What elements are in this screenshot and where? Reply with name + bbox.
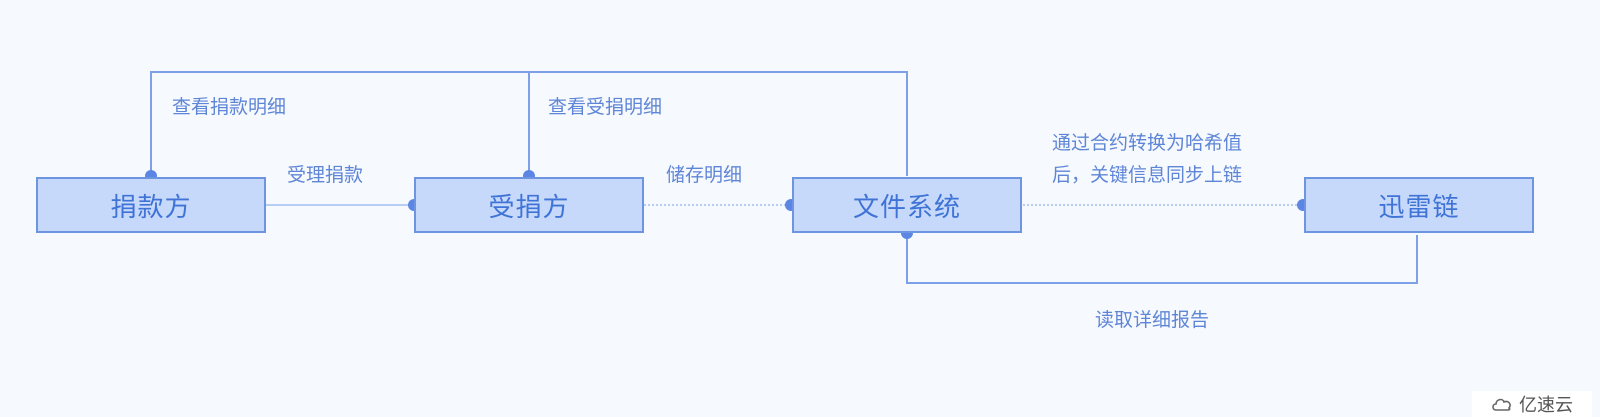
cloud-logo-icon: [1492, 398, 1511, 411]
watermark-text: 亿速云: [1519, 395, 1573, 416]
label-read-report: 读取详细报告: [1095, 309, 1210, 331]
label-hash-line2: 后，关键信息同步上链: [1052, 164, 1243, 186]
connector-read-report: [906, 233, 1418, 284]
label-accept-donation: 受理捐款: [287, 164, 364, 186]
node-donor: 捐款方: [36, 177, 266, 233]
node-file-system: 文件系统: [792, 177, 1022, 233]
node-recipient: 受捐方: [414, 177, 644, 233]
node-xunlei-chain: 迅雷链: [1304, 177, 1534, 233]
label-hash-line1: 通过合约转换为哈希值: [1052, 132, 1243, 154]
label-view-donation-details: 查看捐款明细: [172, 96, 287, 118]
label-view-received-details: 查看受捐明细: [548, 96, 663, 118]
watermark-logo: 亿速云: [1472, 391, 1592, 417]
label-store-details: 储存明细: [666, 164, 743, 186]
